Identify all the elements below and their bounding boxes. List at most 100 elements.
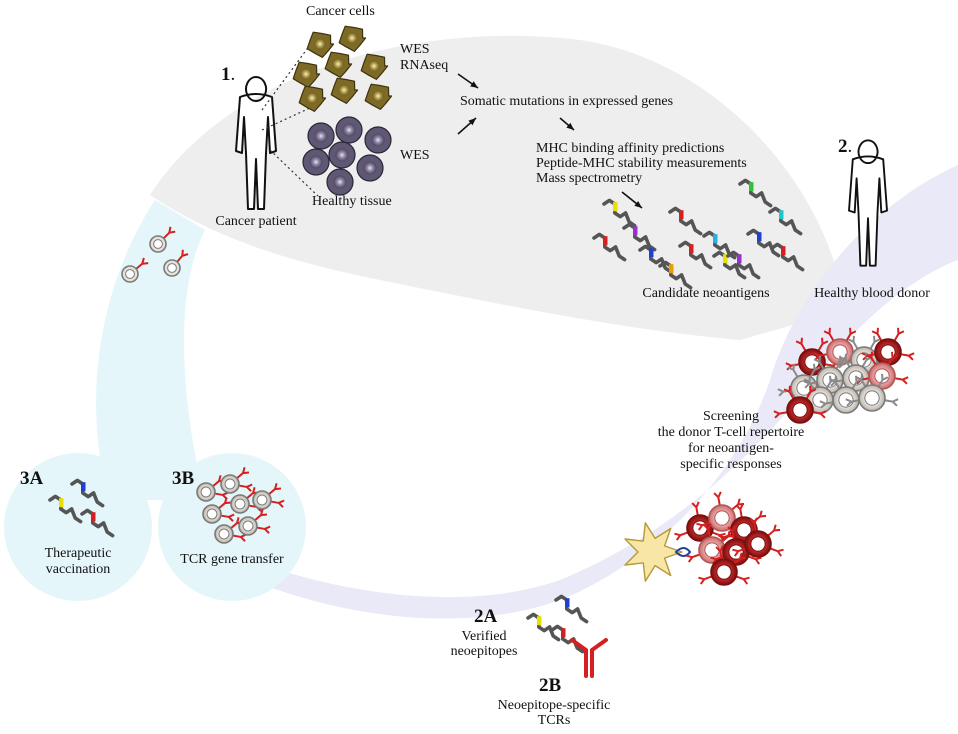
candidate-neoantigens-label: Candidate neoantigens [642,286,769,302]
tcr-line-2: TCRs [538,713,571,729]
peptide-mutation [91,512,96,521]
tcr-stem [736,576,744,579]
healthy-tissue-label: Healthy tissue [312,194,392,210]
tcr-stem [215,494,223,495]
tcr-arm [909,356,913,360]
tcr-arm [821,414,825,418]
peptide-mutation [737,254,742,263]
screening-line-1: Screening [703,409,759,425]
t-cell-nucleus [243,521,253,531]
peptide-mutation [679,210,684,219]
cancer-cells-label: Cancer cells [306,4,375,20]
tcr-stem [239,486,247,487]
cancer-cell-nucleus [333,59,344,70]
t-cell-nucleus [705,543,719,557]
tcr-arm [893,402,897,406]
peptide-mutation [713,234,718,243]
peptide-mhc-label: Peptide-MHC stability measurements [536,156,747,172]
cancer-cell-nucleus [373,91,384,102]
peptide-mutation [537,616,542,625]
wes-tumor-label: WES [400,42,430,58]
tcr-stem [740,509,741,517]
cancer-patient-label: Cancer patient [215,214,296,230]
tcr-stem [791,364,799,365]
tcr-stem [754,523,755,531]
vaccination-line-2: vaccination [46,562,111,578]
cancer-cell-nucleus [339,85,350,96]
peptide-chain-b [578,609,587,622]
tcr-arm [744,579,747,584]
tcr-gene-transfer-label: TCR gene transfer [180,552,283,568]
peptide-mutation [781,246,786,255]
neoepitope-tcr [572,640,606,676]
rnaseq-label: RNAseq [400,58,448,74]
t-cell-nucleus [126,270,135,279]
tcr-stem [813,412,821,413]
healthy-cell-nucleus [372,134,385,147]
tcr-stem [854,342,858,349]
verified-peptide [556,596,587,621]
step-3b-number: 3B [172,468,194,490]
healthy-cell-nucleus [310,156,323,169]
somatic-mutations-label: Somatic mutations in expressed genes [460,94,673,110]
tcr-stem [901,354,909,355]
tcr-stem [680,532,688,535]
screening-line-3: for neoantigen- [688,441,774,457]
mhc-binding-label: MHC binding affinity predictions [536,141,724,157]
vaccination-line-1: Therapeutic [45,546,112,562]
t-cell-nucleus [717,565,731,579]
t-cell-nucleus [154,240,163,249]
tcr-arm [754,518,756,523]
tcr-arm [261,514,267,515]
step-3a-number: 3A [20,468,43,490]
tcr-stem [732,531,733,539]
peptide-mutation [59,498,64,507]
wes-normal-label: WES [400,148,430,164]
tcr-stem [885,400,893,401]
cancer-cell-nucleus [369,61,380,72]
tcr-stem [825,402,833,403]
peptide-mutation [603,236,608,245]
tcr-stem [586,664,592,676]
tcr-arm [698,578,704,579]
tcr-stem [770,548,778,551]
tcr-arm [275,488,281,489]
cancer-cell-nucleus [301,69,312,80]
tcr-arm [774,530,780,531]
tcr-stem [851,400,859,401]
tcr-arm [169,232,175,233]
t-cell-nucleus [751,537,765,551]
tcr-arm [756,559,759,564]
healthy-cell-nucleus [336,149,349,162]
peptide-mutation [81,482,86,491]
t-cell-nucleus [201,487,211,497]
peptide-mutation [779,210,784,219]
peptide-mutation [689,244,694,253]
tcr-arm [674,534,680,535]
healthy-cell-nucleus [364,162,377,175]
healthy-cell-nucleus [343,124,356,137]
step-2-number: 2. [838,136,852,158]
tcr-arm [760,516,766,517]
t-cell-nucleus [219,529,229,539]
tcr-stem [768,531,774,536]
tcr-stem [271,502,279,503]
tcr-stem [895,378,903,379]
tcr-chain-beta [592,640,606,664]
tcr-stem [692,554,700,557]
tcr-stem [718,497,719,505]
screening-line-4: specific responses [680,457,781,473]
cancer-cell-nucleus [307,93,318,104]
peptide-mutation [669,264,674,273]
tcr-arm [142,263,148,264]
tcr-stem [696,507,697,515]
tcr-stem [233,536,241,537]
t-cell-nucleus [715,511,729,525]
tcr-stem [257,528,265,529]
tcr-stem [779,412,787,413]
t-cell-nucleus [865,391,879,405]
tcr-stem [704,576,712,579]
tcr-arm [718,536,724,537]
t-cell-nucleus [793,403,807,417]
peptide-mutation [649,248,654,257]
